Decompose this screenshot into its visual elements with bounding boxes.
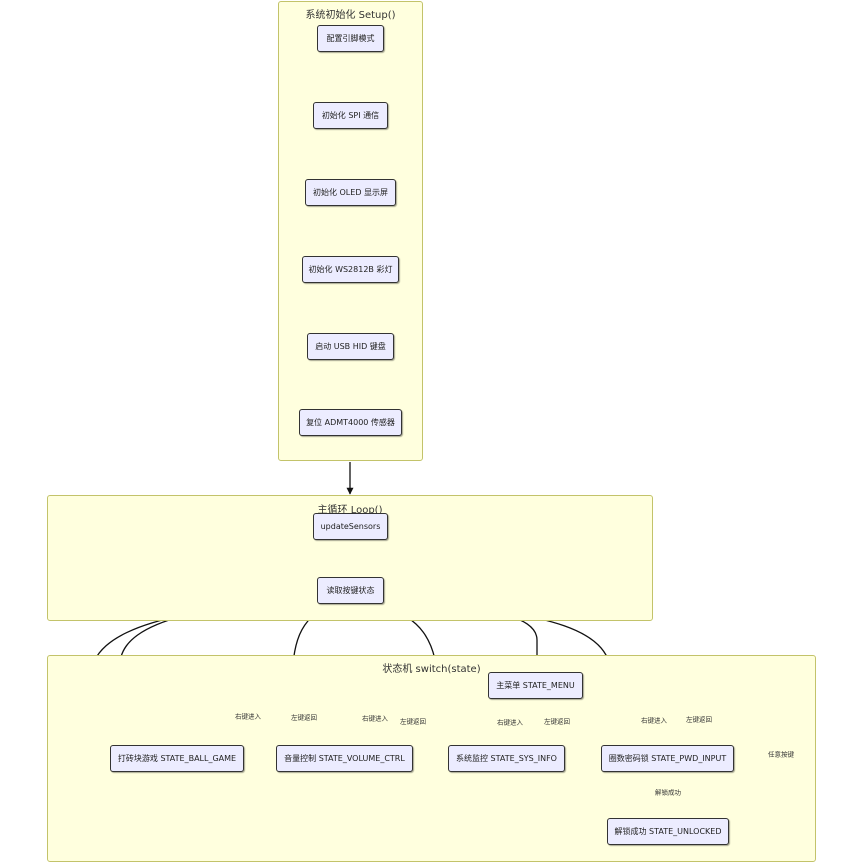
node-state-menu[interactable]: 主菜单 STATE_MENU	[488, 672, 583, 699]
edge-label-pwd-unlock: 解锁成功	[654, 788, 682, 798]
edge-label-menu-to-ball: 右键进入	[234, 712, 262, 722]
node-update-sensors[interactable]: updateSensors	[313, 513, 388, 540]
node-config-pins[interactable]: 配置引脚模式	[317, 25, 384, 52]
node-state-volume-ctrl[interactable]: 音量控制 STATE_VOLUME_CTRL	[276, 745, 413, 772]
cluster-setup-title: 系统初始化 Setup()	[305, 10, 396, 21]
node-init-oled[interactable]: 初始化 OLED 显示屏	[305, 179, 396, 206]
edge-label-pwd-to-menu: 左键返回	[685, 715, 713, 725]
cluster-state-title: 状态机 switch(state)	[382, 664, 481, 675]
edge-label-unlocked-any-key: 任意按键	[767, 750, 795, 760]
node-state-pwd-input[interactable]: 圈数密码锁 STATE_PWD_INPUT	[601, 745, 734, 772]
node-state-sys-info[interactable]: 系统监控 STATE_SYS_INFO	[448, 745, 565, 772]
edge-label-menu-to-sysinfo: 右键进入	[496, 718, 524, 728]
node-read-keys[interactable]: 读取按键状态	[317, 577, 384, 604]
cluster-loop-title: 主循环 Loop()	[317, 505, 383, 516]
node-init-ws2812b[interactable]: 初始化 WS2812B 彩灯	[302, 256, 399, 283]
edge-label-sysinfo-to-menu: 左键返回	[543, 717, 571, 727]
edge-label-menu-to-volume: 右键进入	[361, 714, 389, 724]
edge-label-ball-to-menu: 左键返回	[290, 713, 318, 723]
node-state-ball-game[interactable]: 打砖块游戏 STATE_BALL_GAME	[110, 745, 244, 772]
edge-label-menu-to-pwd: 右键进入	[640, 716, 668, 726]
node-init-spi[interactable]: 初始化 SPI 通信	[313, 102, 388, 129]
cluster-setup: 系统初始化 Setup()	[278, 1, 423, 461]
node-start-usb-hid[interactable]: 启动 USB HID 键盘	[307, 333, 394, 360]
node-reset-admt4000[interactable]: 复位 ADMT4000 传感器	[299, 409, 402, 436]
edge-label-volume-to-menu: 左键返回	[399, 717, 427, 727]
node-state-unlocked[interactable]: 解锁成功 STATE_UNLOCKED	[607, 818, 729, 845]
